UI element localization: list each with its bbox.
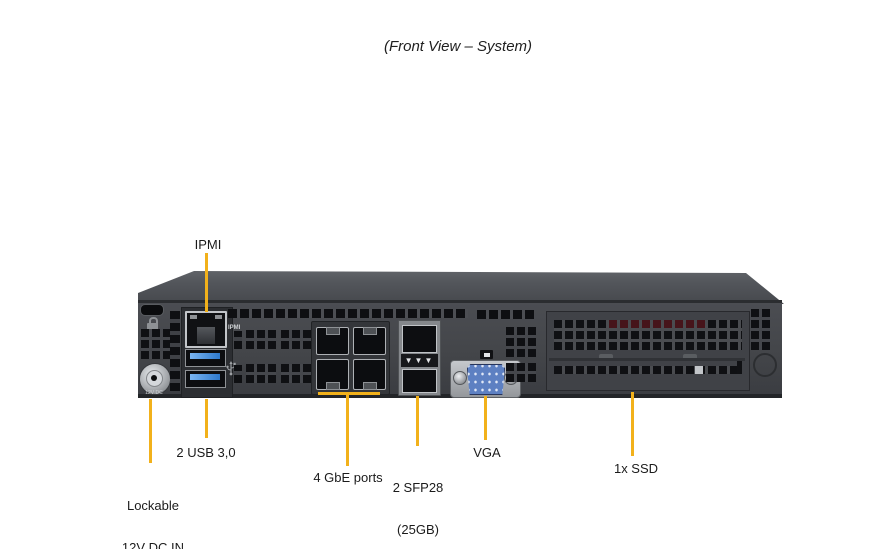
label-sfp-line2: (25GB): [397, 522, 439, 537]
label-sfp-line1: 2 SFP28: [392, 480, 444, 495]
usb-tongue: [190, 353, 220, 359]
rj45-latch: [363, 382, 377, 390]
callout-line-vga: [484, 396, 487, 440]
label-vga: VGA: [473, 445, 501, 460]
gbe-port-3: [316, 359, 349, 390]
ipmi-port: [185, 311, 227, 348]
callout-line-usb: [205, 399, 208, 438]
callout-line-ssd: [631, 392, 634, 456]
gbe-port-block: [311, 321, 390, 395]
vga-screw-left: [453, 371, 467, 385]
gbe-port-1: [316, 327, 349, 355]
dc-power-jack-pin: [151, 375, 157, 381]
callout-line-gbe: [346, 392, 349, 466]
vga-indicator-inner: [484, 353, 490, 357]
usb-port-2: [185, 370, 226, 388]
vga-dsub-connector: [467, 364, 505, 395]
lock-icon: [149, 317, 158, 324]
seam-tab: [683, 354, 697, 358]
sfp-cage-1: [402, 325, 437, 353]
vent-cluster: [246, 364, 276, 383]
label-dc-line1: Lockable: [126, 498, 180, 513]
kensington-lock-slot: [140, 304, 164, 316]
usb-icon: [226, 361, 236, 376]
sfp-cage-2: [402, 369, 437, 393]
dc-jack-marking: 12V DC: [145, 390, 163, 396]
vent-cluster: [281, 364, 311, 383]
top-vent-slot-row: [228, 309, 468, 318]
ssd-bay-red-leds: [609, 320, 708, 328]
label-gbe: 4 GbE ports: [313, 470, 383, 485]
gbe-port-4: [353, 359, 386, 390]
ssd-bay-light-square: [695, 366, 703, 374]
rj45-latch: [326, 382, 340, 390]
right-circle-cutout: [753, 353, 777, 377]
gbe-port-2: [353, 327, 386, 355]
usb-tongue: [190, 374, 220, 380]
label-usb: 2 USB 3,0: [176, 445, 236, 460]
right-vent-grid: [751, 309, 770, 350]
ssd-bay-bottom-vents: [554, 366, 742, 374]
side-slot-column: [170, 311, 180, 391]
ssd-bay-panel: [546, 311, 750, 391]
vent-strip: [234, 331, 242, 349]
rj45-latch: [326, 327, 340, 335]
vent-cluster: [246, 330, 276, 349]
sfp-latch-band: ▼▼▼: [401, 354, 438, 367]
chassis-lid-edge: [138, 300, 782, 303]
callout-line-sfp: [416, 396, 419, 446]
lock-icon-body: [147, 323, 158, 330]
label-sfp: 2 SFP28 (25GB): [393, 453, 444, 549]
callout-bar-gbe: [318, 392, 380, 395]
rj45-tab: [190, 315, 197, 319]
vent-cluster: [281, 330, 311, 349]
rj45-tab: [215, 315, 222, 319]
ssd-bay-seam: [549, 358, 745, 361]
label-dc-line2: 12V DC IN: [121, 540, 185, 549]
ipmi-port-marking: IPMI: [228, 325, 241, 331]
chassis-top-lid: [138, 271, 784, 304]
vent-cluster: [506, 363, 536, 382]
ssd-bay-latch: [737, 361, 742, 374]
top-vent-slot-row-2: [477, 310, 534, 319]
vent-strip: [234, 365, 242, 383]
ssd-bay-vent-grid: [554, 320, 742, 350]
label-dc: Lockable 12V DC IN: [122, 471, 184, 549]
usb-port-1: [185, 349, 226, 367]
label-ssd: 1x SSD: [613, 461, 659, 476]
seam-tab: [599, 354, 613, 358]
rj45-latch: [363, 327, 377, 335]
rj45-plug: [197, 327, 215, 344]
callout-line-dc: [149, 399, 152, 463]
page-title: (Front View – System): [383, 38, 533, 55]
left-vent-grid: [141, 329, 171, 359]
label-ipmi: IPMI: [194, 237, 222, 252]
vent-cluster: [506, 327, 536, 357]
callout-line-ipmi: [205, 253, 208, 312]
sfp-cage-block: ▼▼▼: [398, 320, 441, 396]
